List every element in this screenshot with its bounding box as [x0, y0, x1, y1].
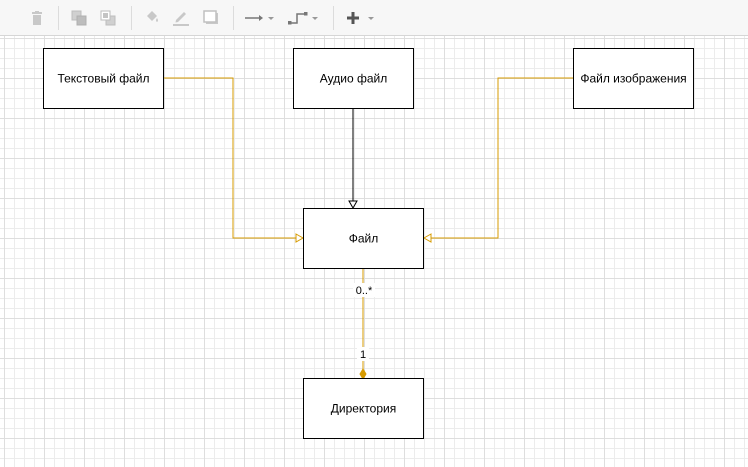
node-label: Текстовый файл [57, 72, 149, 86]
inheritance-arrowhead [422, 233, 432, 243]
toolbar [0, 0, 748, 36]
inheritance-arrowhead [348, 200, 358, 210]
diagram-svg: 0..* 1 Текстовый файл Аудио файл Файл из… [43, 48, 694, 439]
fill-color-button[interactable] [141, 5, 163, 31]
shadow-icon [203, 10, 218, 24]
multiplicity-source-label: 0..* [356, 285, 373, 297]
connection-style-dropdown[interactable] [243, 5, 277, 31]
edge-text-file-to-file[interactable] [163, 77, 305, 243]
to-front-icon [71, 10, 87, 26]
plus-icon [347, 12, 374, 24]
node-text-file[interactable]: Текстовый файл [43, 48, 164, 109]
node-directory[interactable]: Директория [303, 378, 424, 439]
edge-file-to-directory[interactable]: 0..* 1 [353, 268, 375, 380]
waypoint-icon [288, 12, 318, 25]
waypoints-dropdown[interactable] [287, 5, 321, 31]
node-file[interactable]: Файл [303, 208, 424, 269]
toolbar-divider [333, 6, 334, 30]
line-color-button[interactable] [170, 5, 192, 31]
insert-dropdown[interactable] [343, 5, 379, 31]
to-front-button[interactable] [68, 5, 90, 31]
shadow-button[interactable] [200, 5, 222, 31]
diagram-canvas[interactable]: 0..* 1 Текстовый файл Аудио файл Файл из… [0, 36, 748, 467]
node-image-file[interactable]: Файл изображения [573, 48, 694, 109]
edge-image-file-to-file[interactable] [422, 77, 573, 243]
toolbar-divider [131, 6, 132, 30]
inheritance-arrowhead [295, 233, 305, 243]
pencil-icon [173, 12, 189, 26]
multiplicity-target-label: 1 [360, 349, 366, 361]
node-label: Файл [349, 232, 379, 246]
arrow-right-icon [245, 15, 274, 21]
node-label: Файл изображения [580, 72, 686, 86]
edge-label-bg [353, 283, 375, 297]
edge-audio-file-to-file[interactable] [348, 108, 358, 210]
node-audio-file[interactable]: Аудио файл [293, 48, 414, 109]
to-back-icon [100, 10, 116, 26]
to-back-button[interactable] [97, 5, 119, 31]
aggregation-diamond [359, 368, 367, 380]
node-label: Директория [331, 402, 396, 416]
toolbar-divider [233, 6, 234, 30]
trash-icon [32, 11, 42, 25]
node-label: Аудио файл [320, 72, 387, 86]
paint-bucket-icon [147, 11, 158, 22]
delete-button[interactable] [26, 5, 48, 31]
toolbar-divider [58, 6, 59, 30]
edge-label-bg [357, 347, 369, 361]
